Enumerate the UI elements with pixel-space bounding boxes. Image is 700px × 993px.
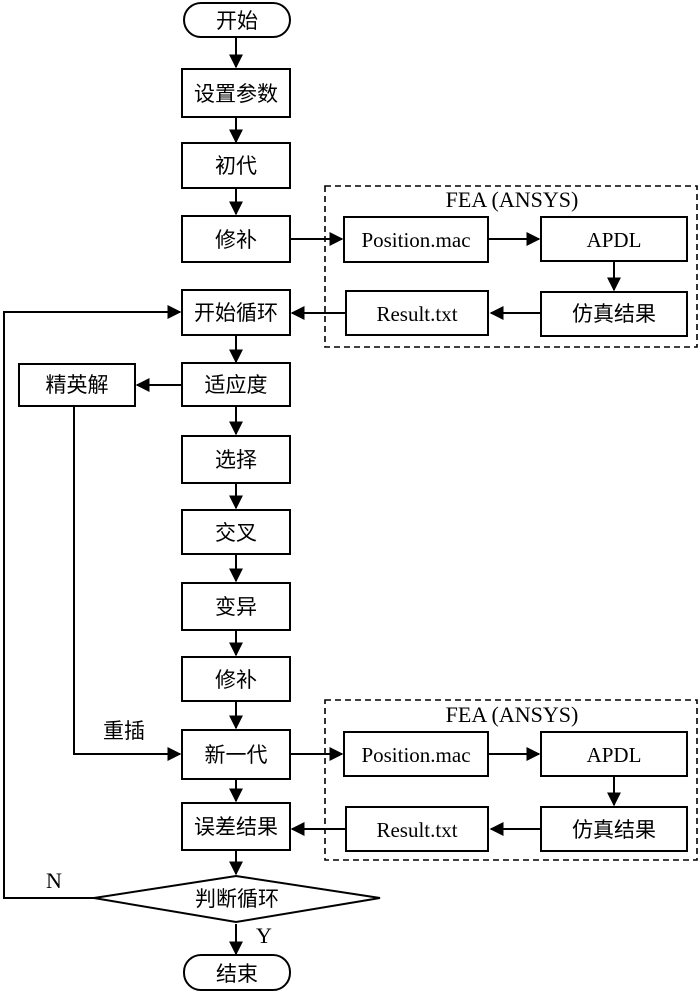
reinsert-label: 重插	[103, 719, 145, 743]
set-params-label: 设置参数	[194, 82, 278, 106]
fea-top-result-box	[345, 290, 489, 336]
fea-top-apdl-box	[540, 216, 688, 262]
fitness-box	[181, 362, 291, 407]
select-box	[181, 435, 291, 484]
initial-label: 初代	[215, 154, 257, 178]
fea-bottom-position-label: Position.mac	[361, 743, 470, 767]
fea-bottom-apdl-box	[540, 731, 688, 777]
set-params-box	[181, 68, 291, 118]
select-label: 选择	[215, 448, 257, 472]
error-result-label: 误差结果	[194, 815, 278, 839]
error-result-box	[181, 802, 291, 851]
elite-box	[18, 363, 136, 407]
loop-start-label: 开始循环	[194, 301, 278, 325]
fea-bottom-apdl-label: APDL	[587, 743, 642, 767]
start-terminator	[183, 2, 291, 38]
initial-box	[181, 142, 291, 189]
crossover-label: 交叉	[215, 521, 257, 545]
fea-top-title: FEA (ANSYS)	[446, 187, 579, 212]
start-label: 开始	[216, 9, 258, 33]
mutation-label: 变异	[215, 595, 257, 619]
fea-top-position-box	[343, 216, 489, 263]
fea-top-apdl-label: APDL	[587, 228, 642, 252]
repair-box-1	[181, 215, 291, 263]
mutation-box	[181, 582, 291, 631]
repair-label-1: 修补	[215, 228, 257, 252]
fea-bottom-sim-box	[540, 806, 688, 852]
crossover-box	[181, 509, 291, 555]
fea-top-result-label: Result.txt	[376, 302, 457, 326]
loop-start-box	[181, 289, 291, 336]
fea-bottom-position-box	[343, 731, 489, 777]
fea-bottom-result-label: Result.txt	[376, 818, 457, 842]
fea-bottom-result-box	[345, 806, 489, 852]
fea-bottom-sim-label: 仿真结果	[572, 818, 656, 842]
fea-bottom-container	[324, 699, 698, 861]
connectors	[3, 37, 621, 956]
repair-label-2: 修补	[215, 668, 257, 692]
fea-top-position-label: Position.mac	[361, 228, 470, 252]
yes-label: Y	[256, 923, 272, 948]
loop-check-diamond	[93, 874, 381, 924]
new-gen-label: 新一代	[205, 743, 268, 767]
fea-top-container	[324, 185, 698, 348]
end-label: 结束	[216, 962, 258, 986]
fitness-label: 适应度	[205, 373, 268, 397]
no-label: N	[46, 868, 62, 893]
fea-top-sim-label: 仿真结果	[572, 302, 656, 326]
end-terminator	[183, 954, 291, 991]
elite-label: 精英解	[46, 373, 109, 397]
loop-check-label: 判断循环	[195, 887, 279, 911]
repair-box-2	[181, 656, 291, 702]
new-gen-box	[181, 729, 291, 780]
fea-bottom-title: FEA (ANSYS)	[446, 702, 579, 727]
fea-top-sim-box	[540, 291, 688, 337]
